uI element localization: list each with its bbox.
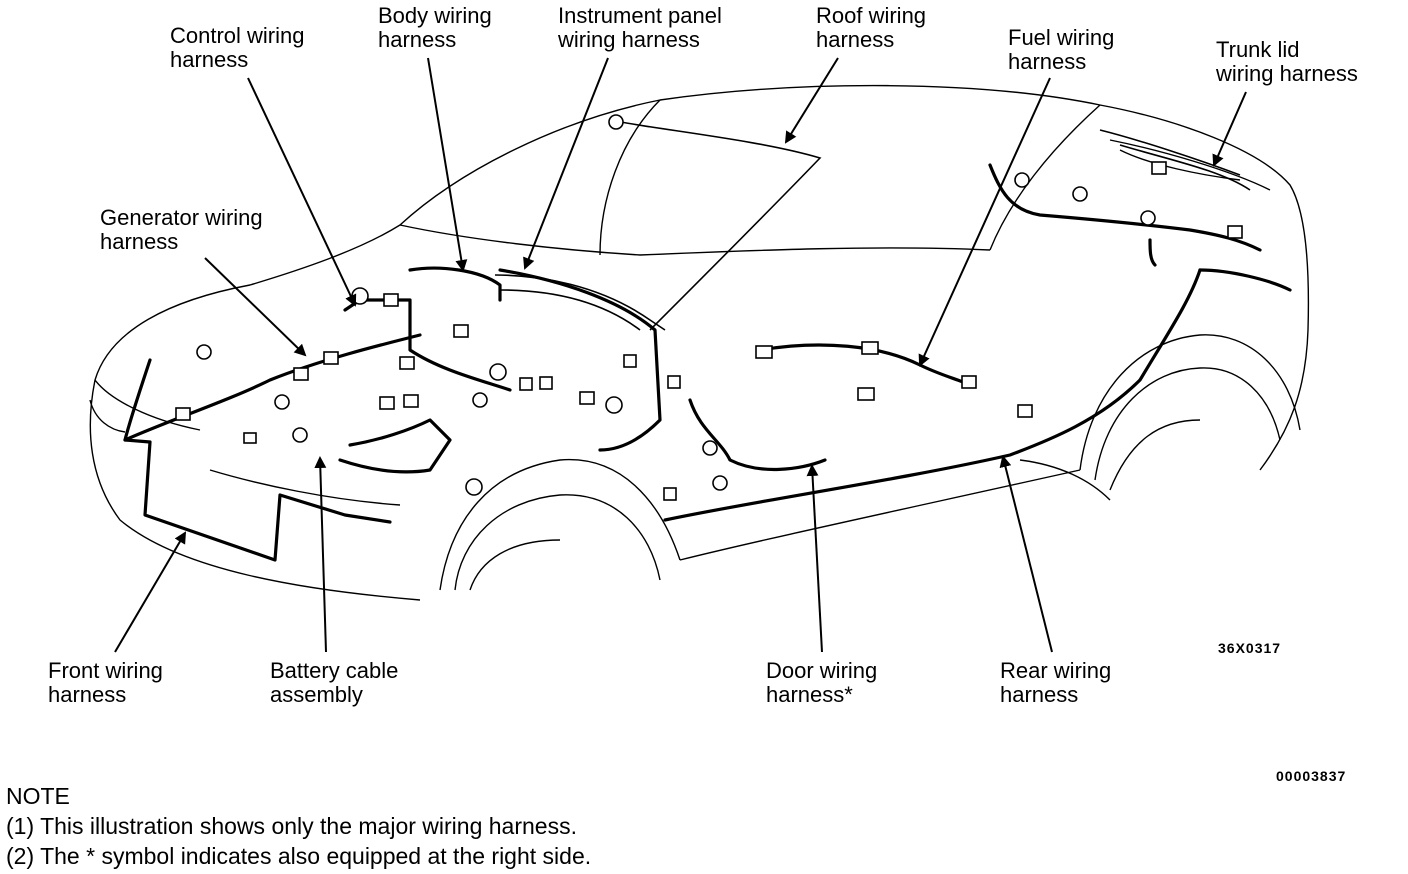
- label-control-wiring-harness: Control wiring harness: [170, 23, 305, 72]
- leader-roof: [784, 57, 839, 144]
- label-generator-wiring-harness: Generator wiring harness: [100, 205, 263, 254]
- roof-harness-wire: [609, 119, 822, 331]
- leader-trunk: [1212, 91, 1247, 167]
- label-rear-wiring-harness: Rear wiring harness: [1000, 658, 1112, 707]
- front-harness-wire: [123, 358, 392, 562]
- label-trunk-lid-wiring-harness: Trunk lid wiring harness: [1216, 37, 1358, 86]
- leader-fuel: [918, 77, 1051, 367]
- connectors: [175, 114, 1243, 501]
- note-line-2: (2) The * symbol indicates also equipped…: [6, 843, 592, 869]
- label-instrument-panel-wiring-harness: Instrument panel wiring harness: [558, 3, 722, 52]
- battery-area-wire: [338, 418, 452, 474]
- note-heading: NOTE: [6, 783, 70, 809]
- leader-door: [806, 464, 823, 653]
- car-body-outline: [89, 84, 1310, 601]
- trunk-harness-wire: [988, 163, 1262, 252]
- rear-harness-wire: [663, 268, 1202, 522]
- fuel-harness-wire: [758, 343, 972, 387]
- engine-harness-wire: [123, 333, 422, 442]
- leader-rear: [999, 455, 1053, 653]
- rocker-line: [679, 469, 1081, 561]
- document-code: 00003837: [1276, 768, 1347, 784]
- control-harness-wire: [343, 298, 512, 392]
- rear-branch-wire: [1148, 238, 1292, 292]
- instrument-tube: [494, 274, 666, 331]
- rear-wheel: [1079, 334, 1301, 491]
- label-body-wiring-harness: Body wiring harness: [378, 3, 492, 52]
- windshield-line: [399, 99, 1101, 256]
- label-front-wiring-harness: Front wiring harness: [48, 658, 163, 707]
- front-wheel: [439, 458, 681, 591]
- figure-code: 36X0317: [1218, 640, 1282, 656]
- leader-generator: [204, 257, 307, 357]
- leader-instrument: [523, 57, 609, 270]
- trunk-lid-wire: [1099, 129, 1251, 191]
- label-fuel-wiring-harness: Fuel wiring harness: [1008, 25, 1115, 74]
- leader-front: [114, 531, 187, 653]
- leader-battery: [314, 456, 327, 653]
- label-battery-cable-assembly: Battery cable assembly: [270, 658, 399, 707]
- label-door-wiring-harness: Door wiring harness*: [766, 658, 878, 707]
- door-harness-wire: [688, 398, 827, 472]
- body-harness-wire: [408, 266, 502, 302]
- note-line-1: (1) This illustration shows only the maj…: [6, 813, 577, 839]
- leader-control: [247, 77, 357, 307]
- leader-body: [427, 57, 468, 272]
- label-roof-wiring-harness: Roof wiring harness: [816, 3, 927, 52]
